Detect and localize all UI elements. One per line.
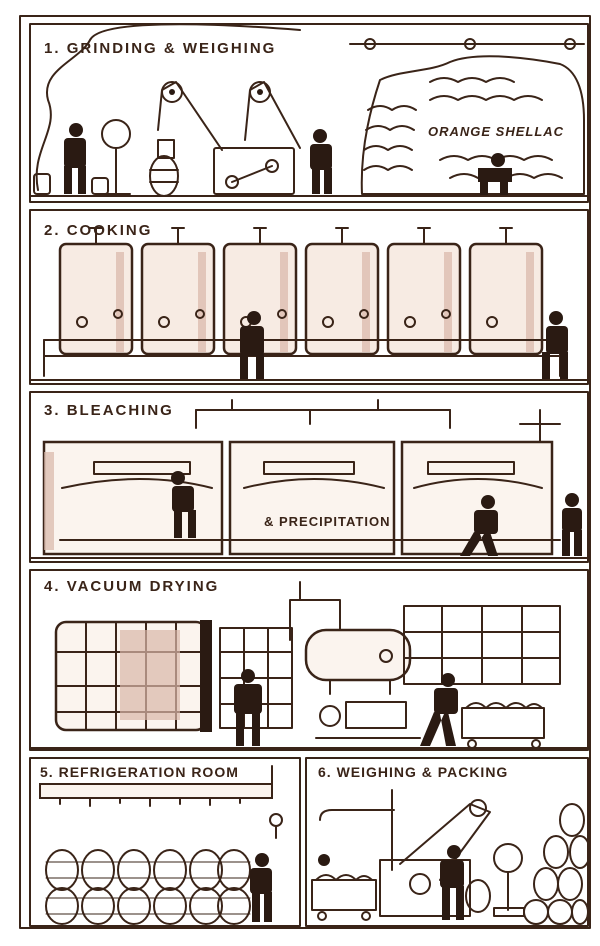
panel-4-scene [30, 582, 588, 748]
panel-1-title: 1. GRINDING & WEIGHING [44, 40, 276, 57]
panel-2-label: COOKING [67, 222, 153, 239]
panel-6-label: WEIGHING & PACKING [337, 764, 509, 780]
panel-1-number: 1. [44, 40, 61, 57]
window-grid [404, 606, 560, 684]
weighing-scale-icon [494, 844, 522, 872]
panel-2-title: 2. COOKING [44, 222, 152, 239]
panel-5-scene [40, 766, 282, 924]
panel-6-number: 6. [318, 764, 332, 780]
vacuum-tank [306, 630, 410, 680]
orange-shellac-label: ORANGE SHELLAC [428, 124, 564, 139]
panel-4-title: 4. VACUUM DRYING [44, 578, 219, 595]
panel-6-title: 6. WEIGHING & PACKING [318, 764, 508, 780]
worker-figure [64, 123, 86, 194]
panel-1-label: GRINDING & WEIGHING [67, 40, 277, 57]
panel-5-title: 5. REFRIGERATION ROOM [40, 764, 239, 780]
panel-2-number: 2. [44, 222, 61, 239]
panel-3-scene [30, 400, 588, 558]
panel-6-scene [312, 790, 590, 924]
panel-5-label: REFRIGERATION ROOM [59, 764, 239, 780]
panel-3-title: 3. BLEACHING [44, 402, 174, 419]
scale-dial-icon [102, 120, 130, 148]
pump-wheel-icon [320, 706, 340, 726]
barrel-icon [150, 156, 178, 196]
panel-2-scene [30, 228, 588, 380]
precipitation-label: & PRECIPITATION [264, 514, 390, 529]
cooking-tanks [60, 244, 542, 354]
panel-3-number: 3. [44, 402, 61, 419]
drying-drum [56, 620, 212, 732]
packed-barrels [524, 804, 590, 924]
panel-5-number: 5. [40, 764, 54, 780]
panel-4-label: VACUUM DRYING [67, 578, 220, 595]
barrel-stack [46, 850, 250, 924]
panel-4-number: 4. [44, 578, 61, 595]
panel-3-label: BLEACHING [67, 402, 174, 419]
